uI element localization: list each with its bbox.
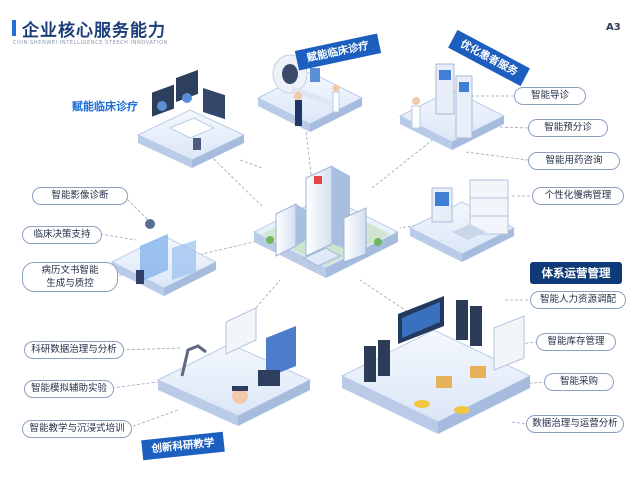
item-pre-triage: 智能预分诊 — [528, 119, 608, 137]
item-data-operations: 数据治理与运营分析 — [526, 415, 624, 433]
platform-operations — [340, 296, 532, 434]
item-medication-consult: 智能用药咨询 — [528, 152, 620, 170]
item-medical-record: 病历文书智能 生成与质控 — [22, 262, 118, 292]
item-smart-guidance: 智能导诊 — [514, 87, 586, 105]
cluster-label-operations: 体系运营管理 — [530, 262, 622, 284]
item-imaging-diagnosis: 智能影像诊断 — [32, 187, 128, 205]
platform-hospital-center — [252, 165, 400, 278]
page-tag: A3 — [606, 22, 621, 33]
platform-decision-support — [110, 219, 218, 296]
title-accent-bar — [12, 20, 16, 36]
platform-clinical-imaging — [136, 69, 246, 168]
page-title: 企业核心服务能力 — [22, 21, 166, 41]
item-inventory: 智能库存管理 — [536, 333, 616, 351]
item-hr-allocation: 智能人力资源调配 — [530, 291, 626, 309]
cluster-label-clinical-left: 赋能临床诊疗 — [72, 100, 138, 113]
platform-clinical-ct — [256, 54, 364, 132]
platform-research-teaching — [156, 307, 312, 426]
platform-patient-service — [398, 63, 506, 150]
item-immersive-training: 智能教学与沉浸式培训 — [22, 420, 132, 438]
page-subtitle: CHIN SHENWEI INTELLIGENCE STEECH INNOVAT… — [13, 40, 168, 46]
item-clinical-decision: 临床决策支持 — [22, 226, 102, 244]
platform-chronic-care — [408, 179, 516, 262]
item-procurement: 智能采购 — [544, 373, 614, 391]
item-chronic-disease: 个性化慢病管理 — [532, 187, 624, 205]
item-research-data: 科研数据治理与分析 — [24, 341, 124, 359]
item-simulation: 智能模拟辅助实验 — [24, 380, 114, 398]
